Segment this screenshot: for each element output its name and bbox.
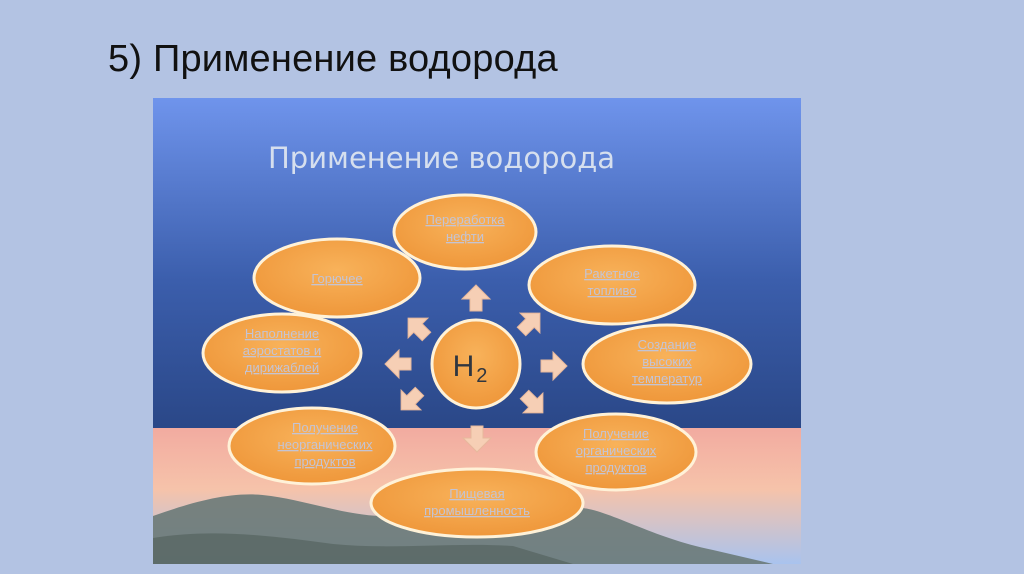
node-organic-line-2: органических [576,443,657,458]
hub-circle [430,318,522,410]
mountains-front [153,533,573,564]
node-oil-line-2: нефти [446,229,484,244]
node-hightemp[interactable]: Создание высоких температур [581,323,753,405]
hub-subscript: 2 [476,365,487,387]
node-fuel[interactable]: Горючее [252,237,422,319]
arrow-up-right [516,312,541,337]
node-balloons-line-3: дирижаблей [245,360,319,375]
node-rocket[interactable]: Ракетное топливо [527,244,697,326]
node-fuel-line-1: Горючее [311,271,362,286]
node-hightemp-line-2: высоких [642,354,692,369]
arrows [384,284,568,453]
node-balloons[interactable]: Наполнение аэростатов и дирижаблей [201,312,363,394]
slide-title: 5) Применение водорода [108,38,558,80]
node-food-line-1: Пищевая [449,486,504,501]
node-food[interactable]: Пищевая промышленность [369,467,585,539]
node-oil[interactable]: Переработка нефти [392,193,538,271]
node-hightemp-line-1: Создание [638,337,697,352]
node-oil-line-1: Переработка [425,212,505,227]
arrow-up [460,284,492,312]
diagram-title: Применение водорода [268,141,615,175]
node-organic-line-3: продуктов [585,460,646,475]
arrow-right [540,350,568,382]
node-organic-line-1: Получение [583,426,649,441]
node-hightemp-line-3: температур [632,371,702,386]
arrow-up-left [407,317,432,342]
arrow-down [461,425,493,453]
node-balloons-line-1: Наполнение [245,326,319,341]
node-rocket-line-2: топливо [588,283,637,298]
node-inorganic-line-1: Получение [292,420,358,435]
node-inorganic-line-2: неорганических [278,437,373,452]
hub-symbol-letter: H [453,350,475,383]
arrow-down-left [400,386,425,411]
node-inorganic[interactable]: Получение неорганических продуктов [227,406,397,486]
node-inorganic-line-3: продуктов [294,454,355,469]
arrow-down-right [519,389,544,414]
node-organic[interactable]: Получение органических продуктов [534,412,698,492]
arrow-left [384,348,412,380]
node-food-line-2: промышленность [424,503,530,518]
node-rocket-line-1: Ракетное [584,266,640,281]
node-balloons-line-2: аэростатов и [243,343,321,358]
